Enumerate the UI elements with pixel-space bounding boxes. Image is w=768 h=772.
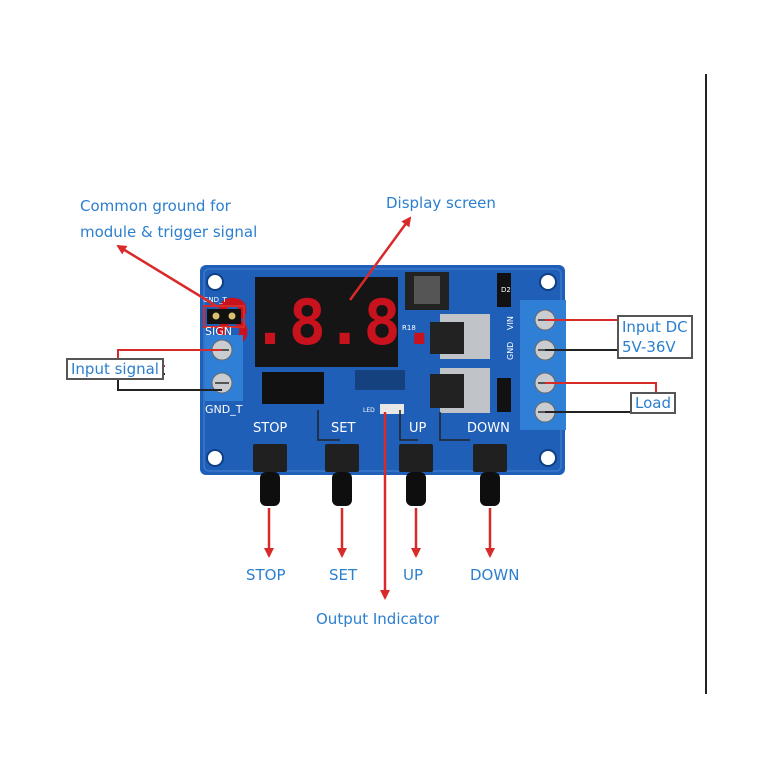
gnd-jumper-header <box>203 305 245 328</box>
display-screen-label: Display screen <box>386 194 496 212</box>
silkscreen-labels: GND_T SIGN GND_T STOP SET UP DOWN VIN GN… <box>203 286 515 436</box>
input-dc-line1: Input DC <box>622 318 688 336</box>
svg-text:STOP: STOP <box>253 421 287 436</box>
display-screen: 8.8.8. <box>214 277 438 367</box>
svg-text:GND_T: GND_T <box>203 296 228 304</box>
svg-text:UP: UP <box>409 421 427 436</box>
svg-text:GND: GND <box>506 342 515 360</box>
push-buttons <box>253 444 507 506</box>
input-signal-label: Input signal <box>66 358 164 380</box>
button-label-set: SET <box>329 566 358 584</box>
display-digits: 8.8.8. <box>214 286 438 359</box>
svg-text:LED: LED <box>363 407 375 414</box>
svg-text:VIN: VIN <box>506 316 515 330</box>
mounting-holes <box>206 273 557 467</box>
input-terminal-block <box>205 335 243 401</box>
output-indicator-label: Output Indicator <box>316 610 440 628</box>
svg-text:GND_T: GND_T <box>205 403 243 416</box>
common-ground-label: Common ground for module & trigger signa… <box>80 197 258 241</box>
svg-text:SET: SET <box>331 421 355 436</box>
button-label-down: DOWN <box>470 566 520 584</box>
svg-text:DOWN: DOWN <box>467 421 510 436</box>
svg-text:D2: D2 <box>501 286 511 294</box>
input-dc-line2: 5V-36V <box>622 338 676 356</box>
button-label-up: UP <box>403 566 424 584</box>
callout-arrows <box>116 216 495 600</box>
output-indicator-led <box>380 404 404 414</box>
power-components <box>262 272 511 414</box>
svg-text:SIGN: SIGN <box>205 325 232 338</box>
input-dc-label: Input DC 5V-36V <box>617 315 693 359</box>
load-label: Load <box>630 392 676 414</box>
svg-text:R18: R18 <box>402 324 416 332</box>
button-label-stop: STOP <box>246 566 286 584</box>
silkscreen-traces <box>317 410 470 441</box>
